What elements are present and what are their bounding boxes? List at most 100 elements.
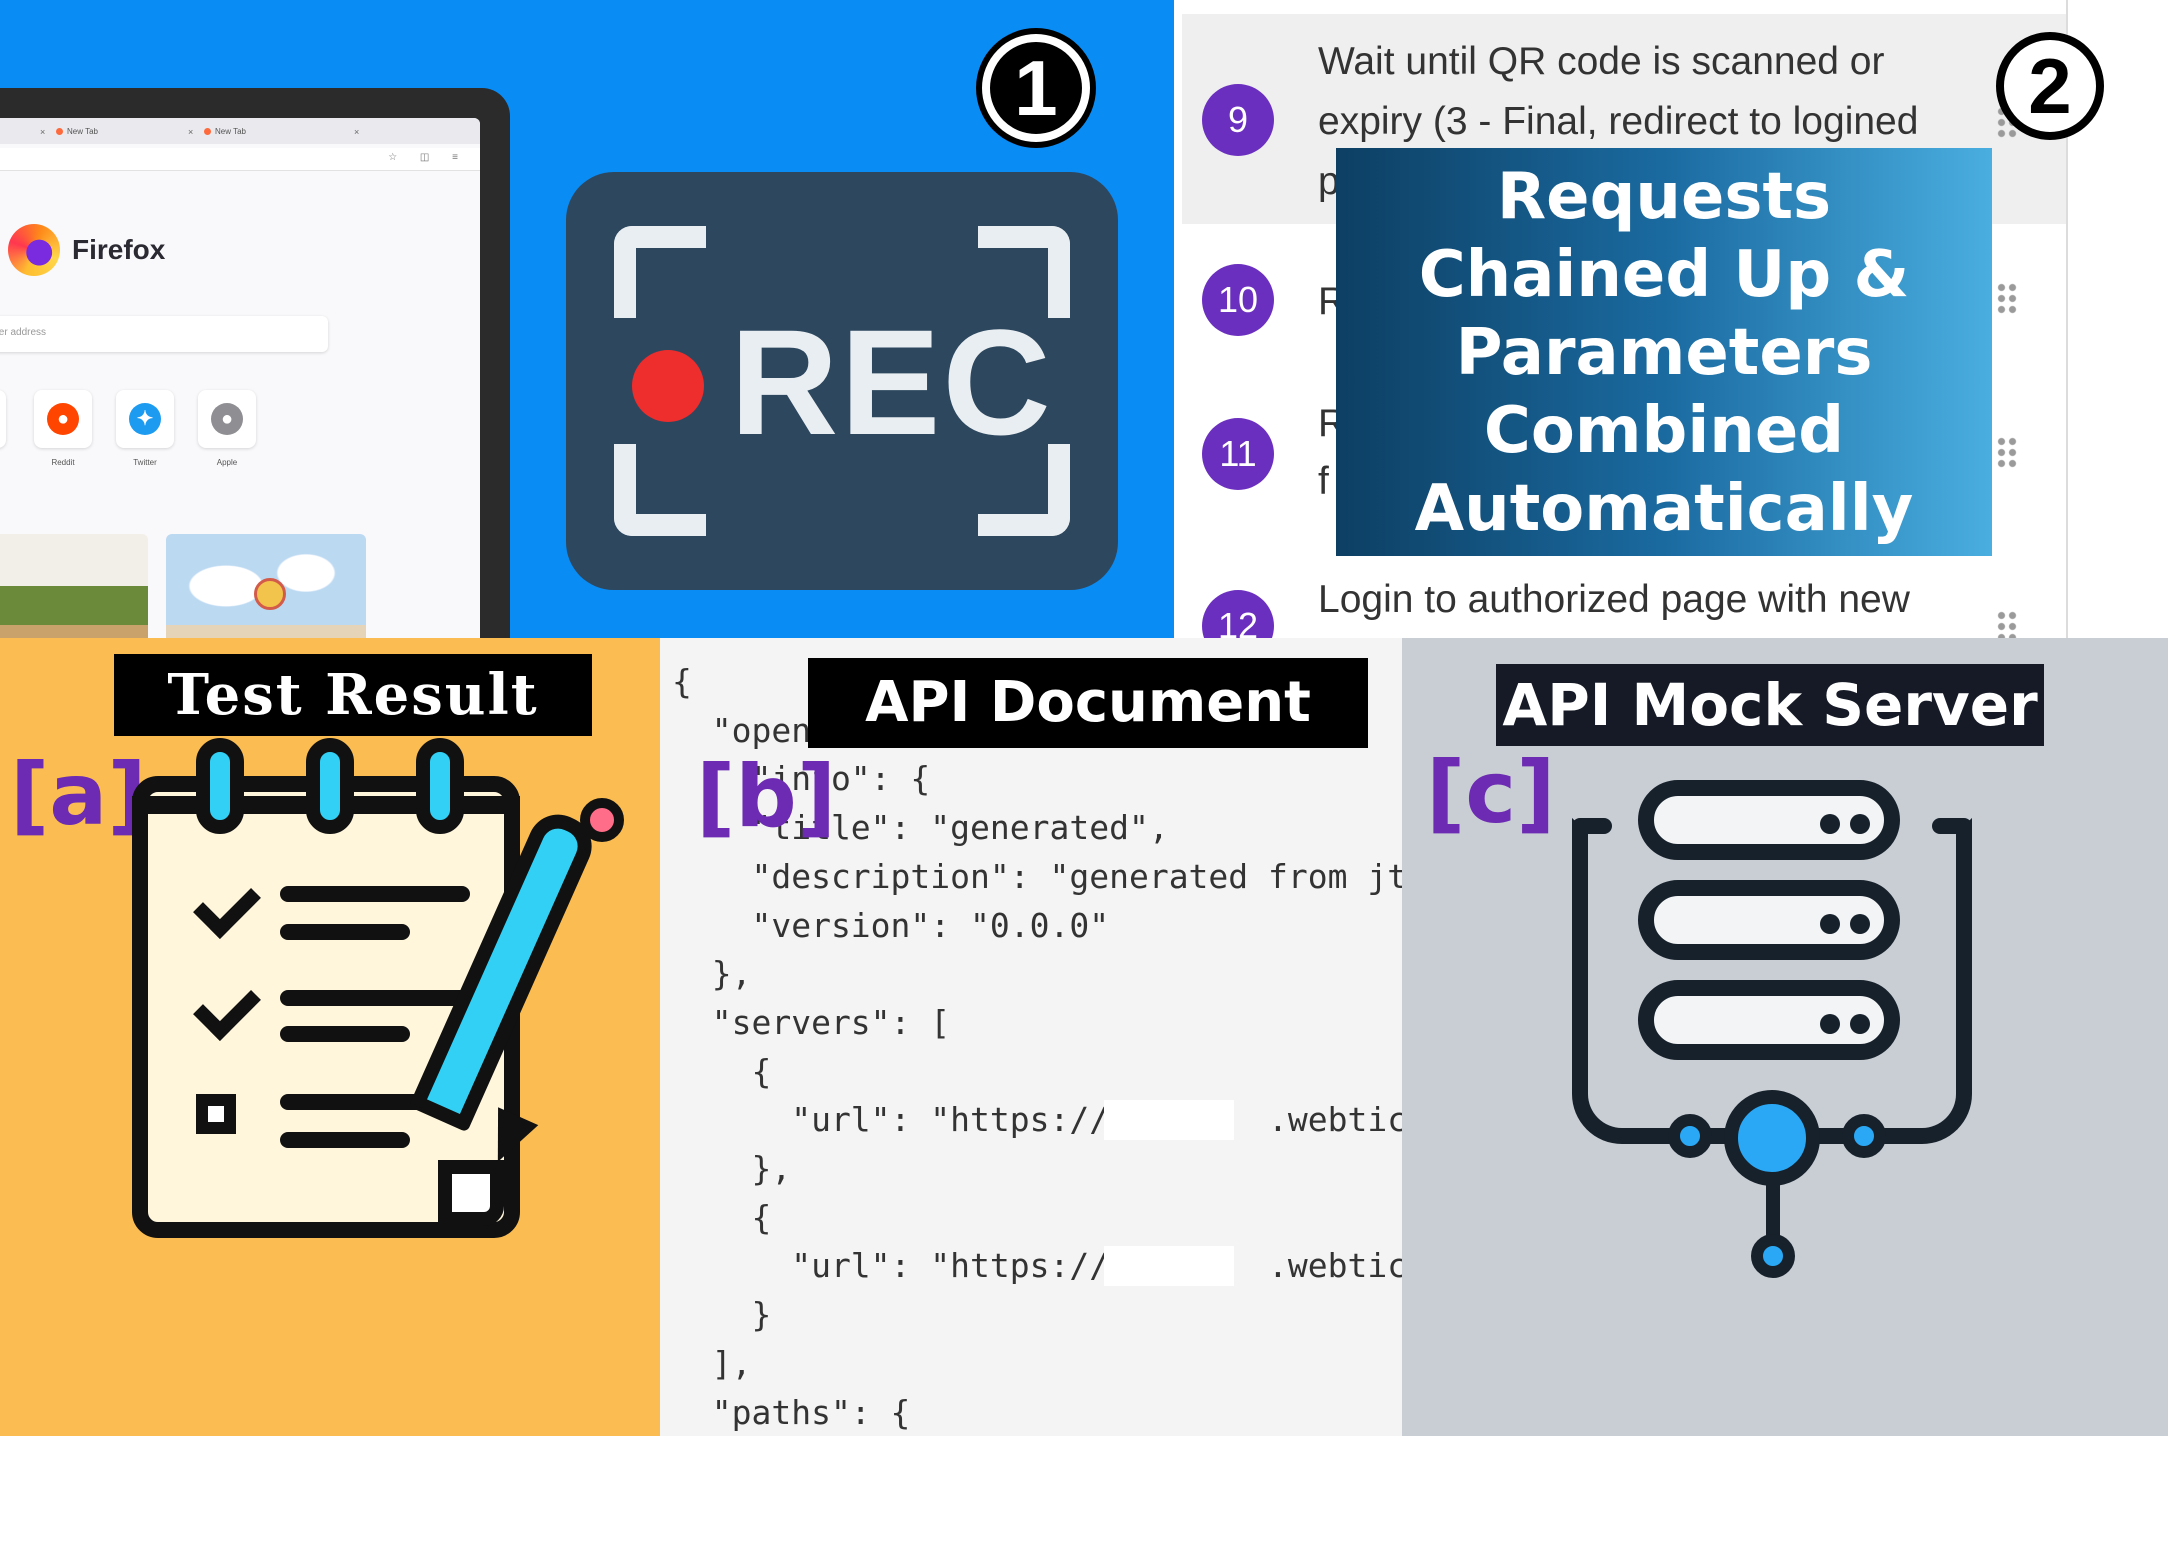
- status-led: [1850, 1014, 1870, 1034]
- code-line: },: [672, 1149, 792, 1189]
- rec-label: REC: [730, 298, 1053, 466]
- shortcut-twitter[interactable]: ✦: [116, 390, 174, 448]
- code-line: "url": "https:// .webtica: [672, 1100, 1402, 1140]
- apple-icon: ●: [211, 403, 243, 435]
- close-tab-icon[interactable]: ×: [40, 127, 46, 137]
- status-led: [1820, 914, 1840, 934]
- server-rack-unit: [1638, 980, 1900, 1060]
- binder-ring: [416, 738, 464, 834]
- test-result-panel: Test Result [a]: [0, 638, 660, 1436]
- browser-tab[interactable]: New Tab: [56, 124, 98, 140]
- recording-panel: New Tab × New Tab × × ☆ ◫ ≡ Firefox ter …: [0, 0, 1174, 638]
- code-line: },: [672, 954, 752, 994]
- address-bar[interactable]: ☆ ◫ ≡: [0, 148, 480, 171]
- checklist-line: [280, 1026, 410, 1042]
- shortcut-youtube[interactable]: ▶: [0, 390, 6, 448]
- pencil-eraser: [580, 798, 624, 842]
- status-led: [1820, 1014, 1840, 1034]
- shortcut-label: Reddit: [51, 458, 75, 467]
- server-network-icon: [1724, 1090, 1820, 1186]
- close-tab-icon[interactable]: ×: [354, 127, 360, 137]
- binder-ring: [196, 738, 244, 834]
- checklist-line: [280, 924, 410, 940]
- server-rack-unit: [1638, 780, 1900, 860]
- code-line: "paths": {: [672, 1392, 911, 1432]
- section-tag-b: [b]: [696, 747, 837, 847]
- step-number: 12: [1202, 590, 1274, 638]
- callout-banner: Requests Chained Up & Parameters Combine…: [1336, 148, 1992, 556]
- shortcut-label: Twitter: [133, 458, 157, 467]
- checklist-line: [280, 886, 470, 902]
- status-led: [1850, 914, 1870, 934]
- binder-ring: [306, 738, 354, 834]
- frame-corner: [978, 444, 1070, 536]
- api-document-title: API Document: [808, 658, 1368, 748]
- api-document-panel: { "open "info": { "title": "generated", …: [660, 638, 1402, 1436]
- firefox-brand: Firefox: [72, 234, 166, 265]
- tab-label: New Tab: [67, 127, 98, 136]
- code-line: "servers": [: [672, 1002, 951, 1042]
- code-line: "title": "generated",: [672, 808, 1169, 848]
- shortcut-label: Apple: [216, 458, 238, 467]
- test-result-title: Test Result: [114, 654, 592, 736]
- step-badge-2: 2: [1996, 32, 2104, 140]
- steps-panel: 9 Wait until QR code is scanned or expir…: [1174, 0, 2168, 638]
- search-input[interactable]: ter address: [0, 316, 328, 352]
- record-icon: REC: [566, 172, 1118, 590]
- code-line: {: [672, 1197, 772, 1237]
- step-number: 9: [1202, 84, 1274, 156]
- code-line: "description": "generated from jt: [672, 856, 1402, 896]
- step-number: 10: [1202, 264, 1274, 336]
- page-fold: [438, 1160, 504, 1226]
- code-line: "version": "0.0.0": [672, 905, 1110, 945]
- tab-label: New Tab: [215, 127, 246, 136]
- checklist-line: [280, 1132, 410, 1148]
- code-line: {: [672, 1051, 772, 1091]
- checklist-line: [280, 990, 470, 1006]
- shortcut-apple[interactable]: ●: [198, 390, 256, 448]
- browser-tab[interactable]: New Tab: [204, 124, 246, 140]
- callout-line: Combined: [1483, 394, 1845, 468]
- close-tab-icon[interactable]: ×: [188, 127, 194, 137]
- step-text: p: [1318, 160, 1340, 203]
- code-line: "info": {: [672, 759, 931, 799]
- tab-bar: New Tab × New Tab × ×: [0, 118, 480, 144]
- callout-line: Automatically: [1414, 472, 1914, 546]
- firefox-window: New Tab × New Tab × × ☆ ◫ ≡ Firefox ter …: [0, 118, 480, 638]
- callout-line: Parameters: [1455, 316, 1873, 390]
- drag-handle-icon[interactable]: [1996, 282, 2018, 316]
- story-thumbnail[interactable]: [166, 534, 366, 638]
- callout-line: Requests: [1496, 160, 1832, 234]
- twitter-icon: ✦: [129, 403, 161, 435]
- code-line: {: [672, 662, 692, 701]
- firefox-logo-icon: [8, 224, 60, 276]
- drag-handle-icon[interactable]: [1996, 610, 2018, 638]
- section-tag-c: [c]: [1426, 743, 1556, 843]
- network-node: [1751, 1234, 1795, 1278]
- mock-server-panel: API Mock Server [c]: [1402, 638, 2168, 1436]
- toolbar-icons[interactable]: ☆ ◫ ≡: [388, 152, 468, 163]
- code-line: ],: [672, 1343, 752, 1383]
- unchecked-box-icon: [196, 1094, 236, 1134]
- firefox-tab-icon: [56, 128, 63, 135]
- server-frame: [1932, 818, 1972, 834]
- shortcut-label: ouTube: [0, 458, 6, 467]
- step-badge-1: 1: [982, 34, 1090, 142]
- shortcut-reddit[interactable]: ●: [34, 390, 92, 448]
- drag-handle-icon[interactable]: [1996, 436, 2018, 470]
- story-thumbnail[interactable]: [0, 534, 148, 638]
- step-text: f: [1318, 460, 1329, 503]
- frame-corner: [978, 226, 1070, 318]
- network-node: [1842, 1114, 1886, 1158]
- record-dot: [632, 350, 704, 422]
- code-line: }: [672, 1295, 772, 1335]
- reddit-icon: ●: [47, 403, 79, 435]
- code-line: "url": "https:// .webtica: [672, 1246, 1402, 1286]
- step-number: 11: [1202, 418, 1274, 490]
- redaction-mask: [1104, 1100, 1234, 1140]
- server-rack-unit: [1638, 880, 1900, 960]
- section-tag-a: [a]: [10, 745, 147, 845]
- network-node: [1668, 1114, 1712, 1158]
- status-led: [1820, 814, 1840, 834]
